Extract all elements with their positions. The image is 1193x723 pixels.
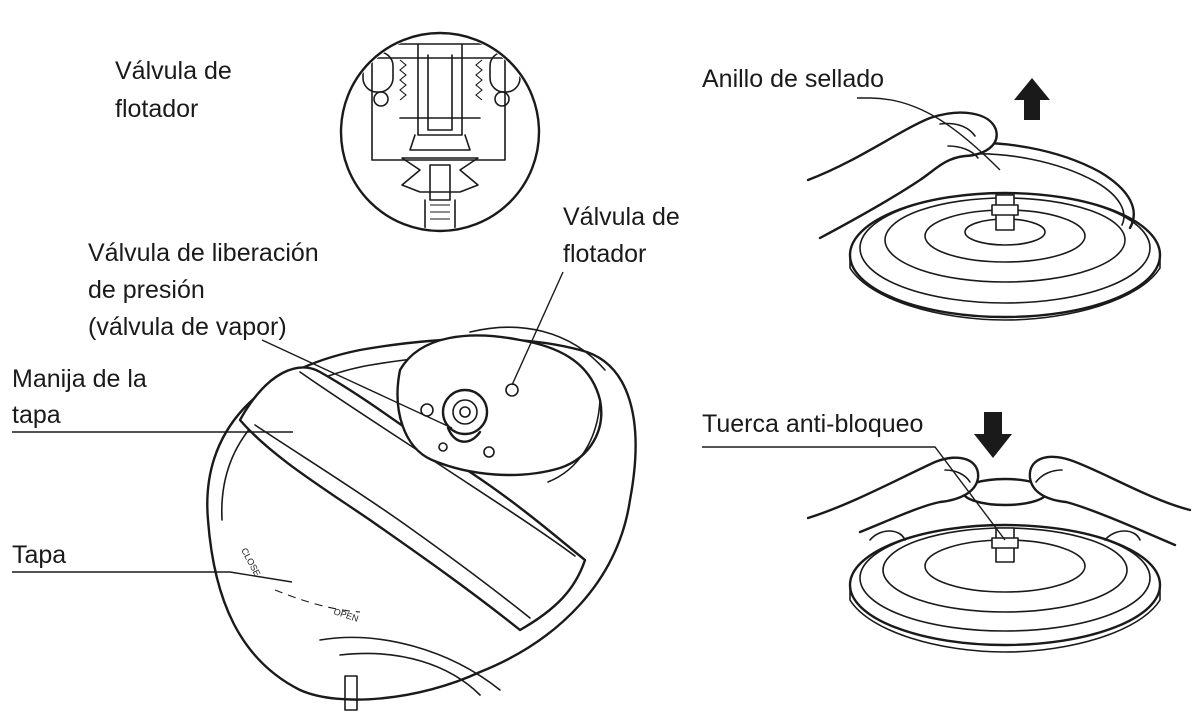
label-anti-block-nut: Tuerca anti-bloqueo — [702, 410, 923, 438]
pressure-cooker-lid: CLOSE OPEN — [206, 326, 637, 711]
label-line: Válvula de liberación — [88, 239, 319, 267]
label-line: (válvula de vapor) — [88, 313, 287, 341]
label-line: Válvula de — [115, 57, 232, 85]
label-lid: Tapa — [12, 541, 66, 569]
label-line: Anillo de sellado — [702, 65, 884, 93]
label-line: flotador — [563, 240, 646, 268]
label-line: tapa — [12, 401, 61, 429]
label-pressure-release-valve: Válvula de liberación de presión (válvul… — [88, 239, 326, 341]
label-line: Manija de la — [12, 365, 147, 393]
label-lid-handle: Manija de la tapa — [12, 365, 154, 429]
arrow-down-icon — [974, 412, 1012, 458]
label-float-valve: Válvula de flotador — [563, 203, 687, 268]
arrow-up-icon — [1014, 78, 1050, 120]
label-line: Válvula de — [563, 203, 680, 231]
float-valve-detail-circle — [339, 31, 541, 233]
label-line: flotador — [115, 95, 198, 123]
anti-block-nut-illustration — [702, 412, 1192, 653]
label-float-valve-detail: Válvula de flotador — [115, 57, 239, 123]
leader-lines — [12, 271, 564, 583]
label-line: Tapa — [12, 541, 66, 569]
sealing-ring-removal-illustration — [806, 78, 1162, 321]
label-line: Tuerca anti-bloqueo — [702, 410, 923, 438]
label-line: de presión — [88, 276, 205, 304]
label-sealing-ring: Anillo de sellado — [702, 65, 884, 93]
